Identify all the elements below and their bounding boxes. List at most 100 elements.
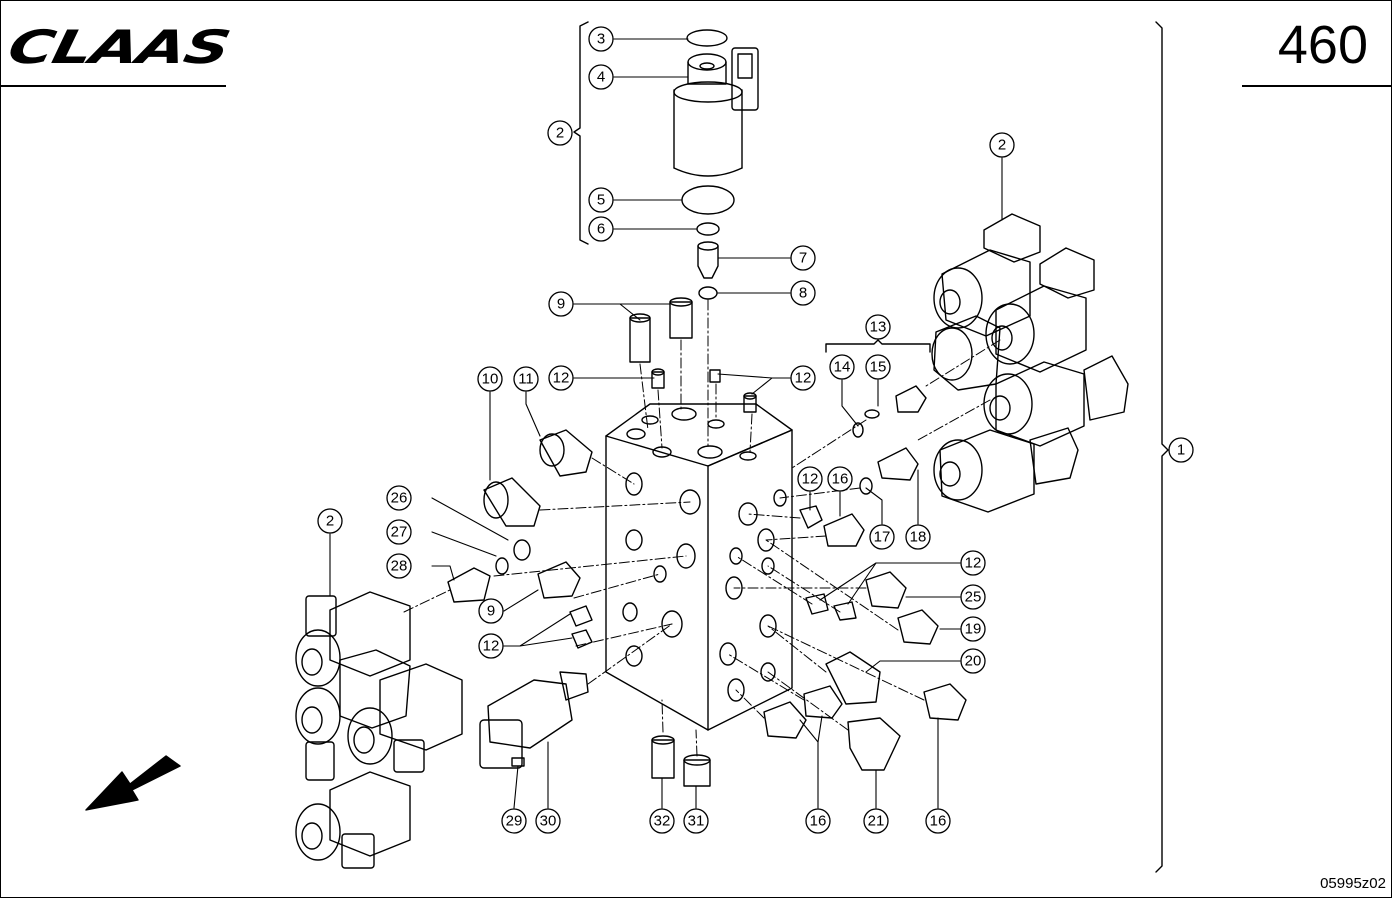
svg-text:28: 28 bbox=[391, 558, 408, 575]
callout-3: 3 bbox=[588, 26, 614, 52]
solenoid-stack-left bbox=[295, 591, 463, 869]
plugs-12-top bbox=[651, 368, 757, 413]
fitting-9-top bbox=[629, 297, 693, 363]
callout-2-top: 2 bbox=[547, 120, 573, 146]
callout-26: 26 bbox=[386, 485, 412, 511]
svg-text:10: 10 bbox=[482, 371, 499, 388]
callout-30: 30 bbox=[535, 808, 561, 834]
svg-text:16: 16 bbox=[930, 813, 947, 830]
bottom-fittings bbox=[651, 735, 711, 787]
callout-4: 4 bbox=[588, 64, 614, 90]
svg-text:18: 18 bbox=[910, 529, 927, 546]
proportional-valve-30 bbox=[479, 671, 589, 769]
svg-text:16: 16 bbox=[810, 813, 827, 830]
callout-6: 6 bbox=[588, 216, 614, 242]
svg-text:25: 25 bbox=[965, 589, 982, 606]
callout-31: 31 bbox=[683, 808, 709, 834]
callout-20: 20 bbox=[960, 648, 986, 674]
svg-text:29: 29 bbox=[506, 813, 523, 830]
bracket-13 bbox=[825, 339, 931, 353]
callout-9-mid: 9 bbox=[478, 598, 504, 624]
callout-18: 18 bbox=[905, 524, 931, 550]
callout-2-left: 2 bbox=[317, 508, 343, 534]
callout-12-top-left: 12 bbox=[548, 365, 574, 391]
svg-text:27: 27 bbox=[391, 524, 408, 541]
page-number: 460 bbox=[1277, 15, 1368, 75]
callout-19: 19 bbox=[960, 616, 986, 642]
callout-14: 14 bbox=[829, 354, 855, 380]
svg-text:9: 9 bbox=[557, 296, 565, 313]
page-number-underline bbox=[1242, 85, 1392, 87]
svg-text:11: 11 bbox=[518, 371, 534, 388]
callout-8: 8 bbox=[790, 280, 816, 306]
svg-text:12: 12 bbox=[553, 370, 570, 387]
svg-text:3: 3 bbox=[597, 31, 605, 48]
direction-arrow bbox=[85, 755, 181, 811]
callout-7: 7 bbox=[790, 245, 816, 271]
svg-text:12: 12 bbox=[802, 471, 819, 488]
pressure-sensor-10 bbox=[483, 477, 541, 527]
svg-text:16: 16 bbox=[832, 471, 849, 488]
callout-12-left: 12 bbox=[478, 633, 504, 659]
svg-text:2: 2 bbox=[998, 137, 1006, 154]
valve-block bbox=[605, 403, 793, 731]
svg-text:14: 14 bbox=[834, 359, 851, 376]
svg-text:4: 4 bbox=[597, 69, 605, 86]
svg-text:17: 17 bbox=[874, 529, 891, 546]
fittings-right-lower bbox=[763, 571, 967, 771]
callout-9-top: 9 bbox=[548, 291, 574, 317]
fittings-right-side bbox=[799, 385, 927, 547]
svg-text:2: 2 bbox=[326, 513, 334, 530]
svg-text:12: 12 bbox=[795, 370, 812, 387]
svg-text:30: 30 bbox=[540, 813, 557, 830]
pressure-sensor-11 bbox=[539, 429, 593, 477]
svg-text:12: 12 bbox=[483, 638, 500, 655]
callout-10: 10 bbox=[477, 366, 503, 392]
bracket-assembly bbox=[1155, 21, 1169, 873]
callout-17: 17 bbox=[869, 524, 895, 550]
svg-text:8: 8 bbox=[799, 285, 807, 302]
callout-25: 25 bbox=[960, 584, 986, 610]
callout-12-right: 12 bbox=[960, 550, 986, 576]
callout-12-top-right: 12 bbox=[790, 365, 816, 391]
callout-15: 15 bbox=[865, 354, 891, 380]
solenoid-coil-top bbox=[673, 29, 759, 300]
svg-text:5: 5 bbox=[597, 192, 605, 209]
solenoid-stack-right bbox=[931, 213, 1129, 513]
svg-text:15: 15 bbox=[870, 359, 887, 376]
svg-text:21: 21 bbox=[868, 813, 885, 830]
svg-text:2: 2 bbox=[556, 125, 564, 142]
callout-11: 11 bbox=[513, 366, 539, 392]
callout-16-mid: 16 bbox=[827, 466, 853, 492]
callout-28: 28 bbox=[386, 553, 412, 579]
callout-27: 27 bbox=[386, 519, 412, 545]
callout-13: 13 bbox=[865, 314, 891, 340]
callout-12-mid: 12 bbox=[797, 466, 823, 492]
svg-text:6: 6 bbox=[597, 221, 605, 238]
svg-text:19: 19 bbox=[965, 621, 982, 638]
svg-text:1: 1 bbox=[1177, 442, 1185, 459]
callout-bubbles: 3 4 2 5 6 7 8 9 2 13 14 15 10 11 12 12 1… bbox=[317, 26, 1194, 834]
callout-1: 1 bbox=[1168, 437, 1194, 463]
drawing-code: 05995z02 bbox=[1320, 875, 1386, 892]
callout-16-bottom-left: 16 bbox=[805, 808, 831, 834]
callout-2-right: 2 bbox=[989, 132, 1015, 158]
logo-underline bbox=[0, 85, 226, 87]
bracket-solenoid-group bbox=[573, 21, 589, 245]
svg-text:20: 20 bbox=[965, 653, 982, 670]
svg-text:31: 31 bbox=[688, 813, 705, 830]
callout-16-bottom-right: 16 bbox=[925, 808, 951, 834]
callout-32: 32 bbox=[649, 808, 675, 834]
svg-text:26: 26 bbox=[391, 490, 408, 507]
svg-text:9: 9 bbox=[487, 603, 495, 620]
callout-29: 29 bbox=[501, 808, 527, 834]
svg-text:13: 13 bbox=[870, 319, 887, 336]
callout-5: 5 bbox=[588, 187, 614, 213]
callout-21: 21 bbox=[863, 808, 889, 834]
svg-text:12: 12 bbox=[965, 555, 982, 572]
svg-text:32: 32 bbox=[654, 813, 671, 830]
svg-text:7: 7 bbox=[799, 250, 807, 267]
fittings-left-side bbox=[447, 539, 593, 649]
